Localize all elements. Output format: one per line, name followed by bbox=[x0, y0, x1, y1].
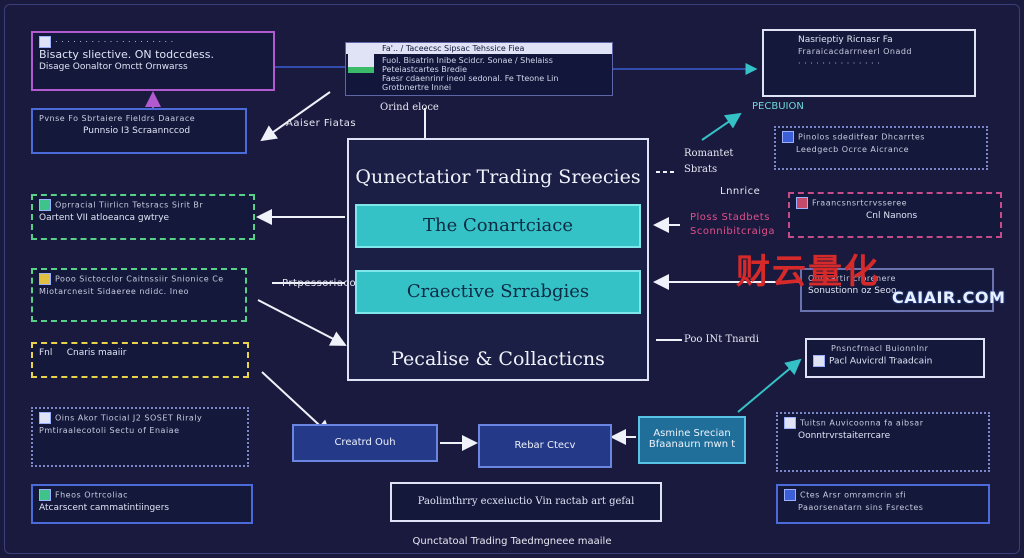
right-box-6-line1: Tuitsn Auvicoonna fa aibsar bbox=[784, 417, 982, 430]
left-box-2: Pvnse Fo Sbrtaiere Fieldrs Daarace Punns… bbox=[31, 108, 247, 154]
bottom-banner-text: Paolimthrry ecxeiuctio Vin ractab art ge… bbox=[417, 496, 635, 507]
right-box-2-line1-text: Pinolos sdeditfear Dhcarrtes bbox=[798, 132, 925, 142]
left-box-1-line1: Bisacty sliective. ON todccdess. bbox=[39, 48, 214, 61]
right-box-7-line1: Ctes Arsr omramcrin sfi bbox=[784, 489, 982, 502]
right-box-4: Ondsartir crorenere Sonustionn oz Seoo bbox=[800, 268, 994, 312]
left-box-3-line1: Oprracial Tiirlicn Tetsracs Sirit Br bbox=[39, 199, 247, 212]
table-row-2: Peteiastcartes Bredie bbox=[382, 65, 468, 74]
right-box-5-line1: Pnsncfrnacl Buionnlnr bbox=[831, 344, 929, 353]
left-box-7-line1: Fheos Ortrcoliac bbox=[39, 489, 245, 502]
gear-icon bbox=[39, 412, 51, 424]
label-misc1: Prtpessoriaco bbox=[282, 278, 357, 289]
left-box-6: Oins Akor Tiocial J2 SOSET Riraly Pmtira… bbox=[31, 407, 249, 467]
left-box-2-line2: Punnsio I3 Scraannccod bbox=[83, 126, 191, 136]
clock-icon bbox=[784, 489, 796, 501]
assessment-box: Asmine Srecian Bfaanaurn mwn t bbox=[638, 416, 746, 464]
caption: Qunctatoal Trading Taedmgneee maaile bbox=[412, 536, 612, 547]
alert-icon bbox=[796, 197, 808, 209]
right-box-5-line2: Pacl Auvicrdl Traadcain bbox=[813, 355, 977, 368]
center-box-concept: The Conartciace bbox=[355, 204, 641, 248]
label-diageia: Ploss Stadbets bbox=[690, 212, 770, 223]
label-lathe: Lnnrice bbox=[720, 186, 761, 197]
label-sbrats: Sbrats bbox=[684, 164, 718, 175]
left-box-4: Pooo Sictocclor Caitnssiir Snionice Ce M… bbox=[31, 268, 247, 322]
left-box-3-line2: Oartent VII atloeanca gwtrye bbox=[39, 212, 170, 223]
bottom-banner: Paolimthrry ecxeiuctio Vin ractab art ge… bbox=[390, 482, 662, 522]
table-row-4: Grotbnertre Innei bbox=[382, 83, 452, 92]
right-box-4-line2: Sonustionn oz Seoo bbox=[808, 286, 897, 296]
right-box-6: Tuitsn Auvicoonna fa aibsar Oonntrvrstai… bbox=[776, 412, 990, 472]
user-icon bbox=[813, 355, 825, 367]
left-box-6-line1: Oins Akor Tiocial J2 SOSET Riraly bbox=[39, 412, 241, 425]
database-icon bbox=[782, 131, 794, 143]
watermark-chinese: 财云量化 bbox=[736, 252, 880, 292]
right-box-1: Nasrieptiy Ricnasr Fa Fraraicacdarrneerl… bbox=[762, 29, 976, 97]
left-box-1-icon-row: · · · · · · · · · · · · · · · · · · · · bbox=[39, 36, 267, 49]
rebar-check-box: Rebar Ctecv bbox=[478, 424, 612, 468]
assessment-line2: Bfaanaurn mwn t bbox=[648, 439, 736, 450]
right-box-7-line2: Paaorsenatarn sins Fsrectes bbox=[798, 502, 924, 512]
left-box-1-line2: Disage Oonaltor Omctt Ornwarss bbox=[39, 61, 188, 72]
right-box-2-line2: Leedgecb Ocrce Aicrance bbox=[796, 144, 910, 154]
left-box-3: Oprracial Tiirlicn Tetsracs Sirit Br Oar… bbox=[31, 194, 255, 240]
left-box-6-line1-text: Oins Akor Tiocial J2 SOSET Riraly bbox=[55, 413, 203, 423]
top-table-label: Orind eloce bbox=[380, 102, 439, 113]
list-icon bbox=[784, 417, 796, 429]
right-box-5: Pnsncfrnacl Buionnlnr Pacl Auvicrdl Traa… bbox=[805, 338, 985, 378]
right-box-1-line2: Fraraicacdarrneerl Onadd bbox=[798, 47, 912, 56]
right-box-2-line1: Pinolos sdeditfear Dhcarrtes bbox=[782, 131, 980, 144]
left-box-7-line2: Atcarscent cammatintiingers bbox=[39, 502, 170, 513]
label-romantet: Romantet bbox=[684, 148, 734, 159]
right-box-3-line2: Cnl Nanons bbox=[866, 210, 918, 221]
center-panel: Qunectatior Trading Sreecies The Conartc… bbox=[347, 138, 649, 381]
chart-icon bbox=[39, 199, 51, 211]
right-box-6-line1-text: Tuitsn Auvicoonna fa aibsar bbox=[800, 418, 924, 428]
table-header: Fa'.. / Taceecsc Sipsac Tehssice Fiea bbox=[346, 43, 612, 54]
label-pool: Poo INt Tnardi bbox=[684, 334, 759, 345]
network-icon bbox=[39, 489, 51, 501]
right-box-7-line1-text: Ctes Arsr omramcrin sfi bbox=[800, 490, 907, 500]
right-box-6-line2: Oonntrvrstaiterrcare bbox=[798, 430, 891, 441]
right-box-3-line1-text: Fraancsnsrtcrvsseree bbox=[812, 198, 908, 208]
assessment-line1: Asmine Srecian bbox=[653, 428, 731, 439]
right-box-4-line1: Ondsartir crorenere bbox=[808, 274, 896, 283]
top-table: Fa'.. / Taceecsc Sipsac Tehssice Fiea Fu… bbox=[345, 42, 613, 96]
left-box-4-line2: Miotarcnesit Sidaeree ndidc. Ineo bbox=[39, 286, 190, 296]
diagram-frame bbox=[4, 4, 1020, 554]
center-title: Qunectatior Trading Sreecies bbox=[355, 166, 641, 188]
left-box-7-line1-text: Fheos Ortrcoliac bbox=[55, 490, 129, 500]
rebar-check-label: Rebar Ctecv bbox=[514, 440, 576, 451]
left-box-5-line: Fnl Cnaris maaiir bbox=[39, 347, 241, 359]
right-box-3-line1: Fraancsnsrtcrvsseree bbox=[796, 197, 994, 210]
label-pecbion: PECBUION bbox=[752, 101, 804, 112]
created-out-label: Creatrd Ouh bbox=[334, 437, 396, 448]
right-box-1-line1: Nasrieptiy Ricnasr Fa bbox=[798, 35, 893, 45]
left-box-7: Fheos Ortrcoliac Atcarscent cammatintiin… bbox=[31, 484, 253, 524]
table-row-1: Fuol. Bisatrin Inibe Scidcr. Sonae / She… bbox=[382, 56, 553, 65]
document-icon bbox=[39, 36, 51, 48]
watermark-url: CAIAIR.COM bbox=[892, 288, 1006, 307]
table-thumbnail-icon bbox=[348, 45, 374, 73]
created-out-box: Creatrd Ouh bbox=[292, 424, 438, 462]
table-row-3: Faesr cdaenrinr ineol sedonal. Fe Tteone… bbox=[382, 74, 559, 83]
left-box-4-line1: Pooo Sictocclor Caitnssiir Snionice Ce bbox=[39, 273, 239, 286]
left-box-2-line1: Pvnse Fo Sbrtaiere Fieldrs Daarace bbox=[39, 114, 196, 123]
right-box-5-line2-text: Pacl Auvicrdl Traadcain bbox=[829, 356, 933, 367]
left-box-1: · · · · · · · · · · · · · · · · · · · · … bbox=[31, 31, 275, 91]
center-footer: Pecalise & Collacticns bbox=[391, 348, 605, 370]
center-box-strategies: Craective Srrabgies bbox=[355, 270, 641, 314]
left-box-5-line1: Fnl bbox=[39, 348, 53, 358]
left-box-5-line2: Cnaris maaiir bbox=[66, 348, 127, 358]
left-box-4-line1-text: Pooo Sictocclor Caitnssiir Snionice Ce bbox=[55, 274, 224, 284]
right-box-2: Pinolos sdeditfear Dhcarrtes Leedgecb Oc… bbox=[774, 126, 988, 170]
label-ponder: Sconnibitcraiga bbox=[690, 226, 775, 237]
left-box-6-line2: Pmtiraalecotoli Sectu of Enaiae bbox=[39, 425, 180, 435]
right-box-7: Ctes Arsr omramcrin sfi Paaorsenatarn si… bbox=[776, 484, 990, 524]
right-box-3: Fraancsnsrtcrvsseree Cnl Nanons bbox=[788, 192, 1002, 238]
label-misc2: Aaiser Fiatas bbox=[286, 118, 357, 129]
right-box-1-dots: · · · · · · · · · · · · · · bbox=[798, 59, 881, 68]
left-box-3-line1-text: Oprracial Tiirlicn Tetsracs Sirit Br bbox=[55, 200, 204, 210]
left-box-5: Fnl Cnaris maaiir bbox=[31, 342, 249, 378]
folder-icon bbox=[39, 273, 51, 285]
